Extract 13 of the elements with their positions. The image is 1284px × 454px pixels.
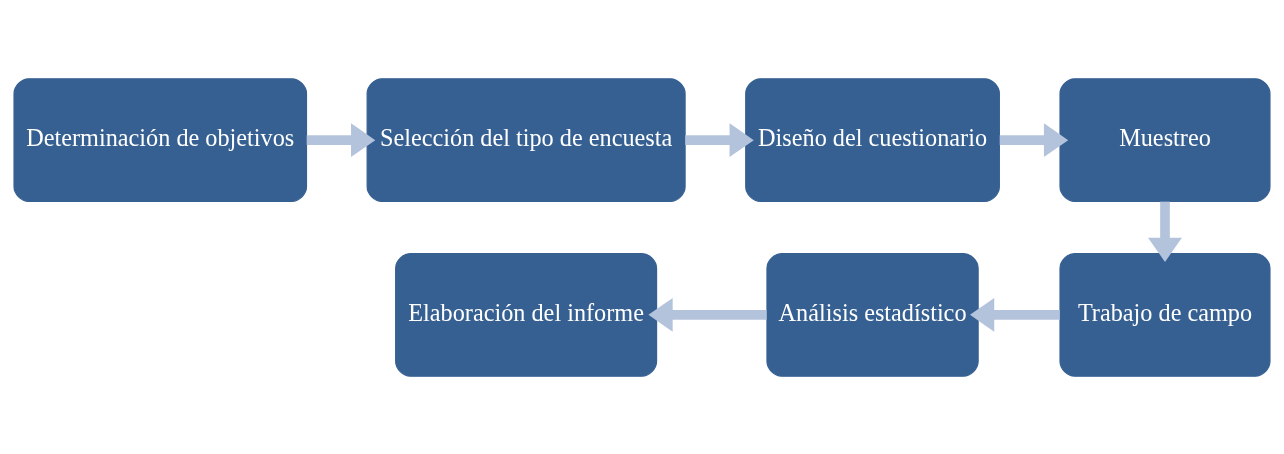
node-box: Selección del tipo de encuesta	[366, 77, 686, 202]
arrow	[306, 122, 376, 157]
node-box: Análisis estadístico	[766, 252, 979, 377]
arrow	[1148, 201, 1182, 262]
node-box: Muestreo	[1059, 77, 1271, 202]
arrow	[648, 297, 767, 332]
node-box: Elaboración del informe	[395, 252, 658, 377]
arrow	[999, 122, 1069, 157]
arrow	[970, 297, 1060, 332]
arrow	[685, 122, 754, 157]
node-box: Diseño del cuestionario	[745, 77, 1000, 202]
node-box: Trabajo de campo	[1059, 252, 1271, 377]
node-box: Determinación de objetivos	[13, 77, 308, 202]
